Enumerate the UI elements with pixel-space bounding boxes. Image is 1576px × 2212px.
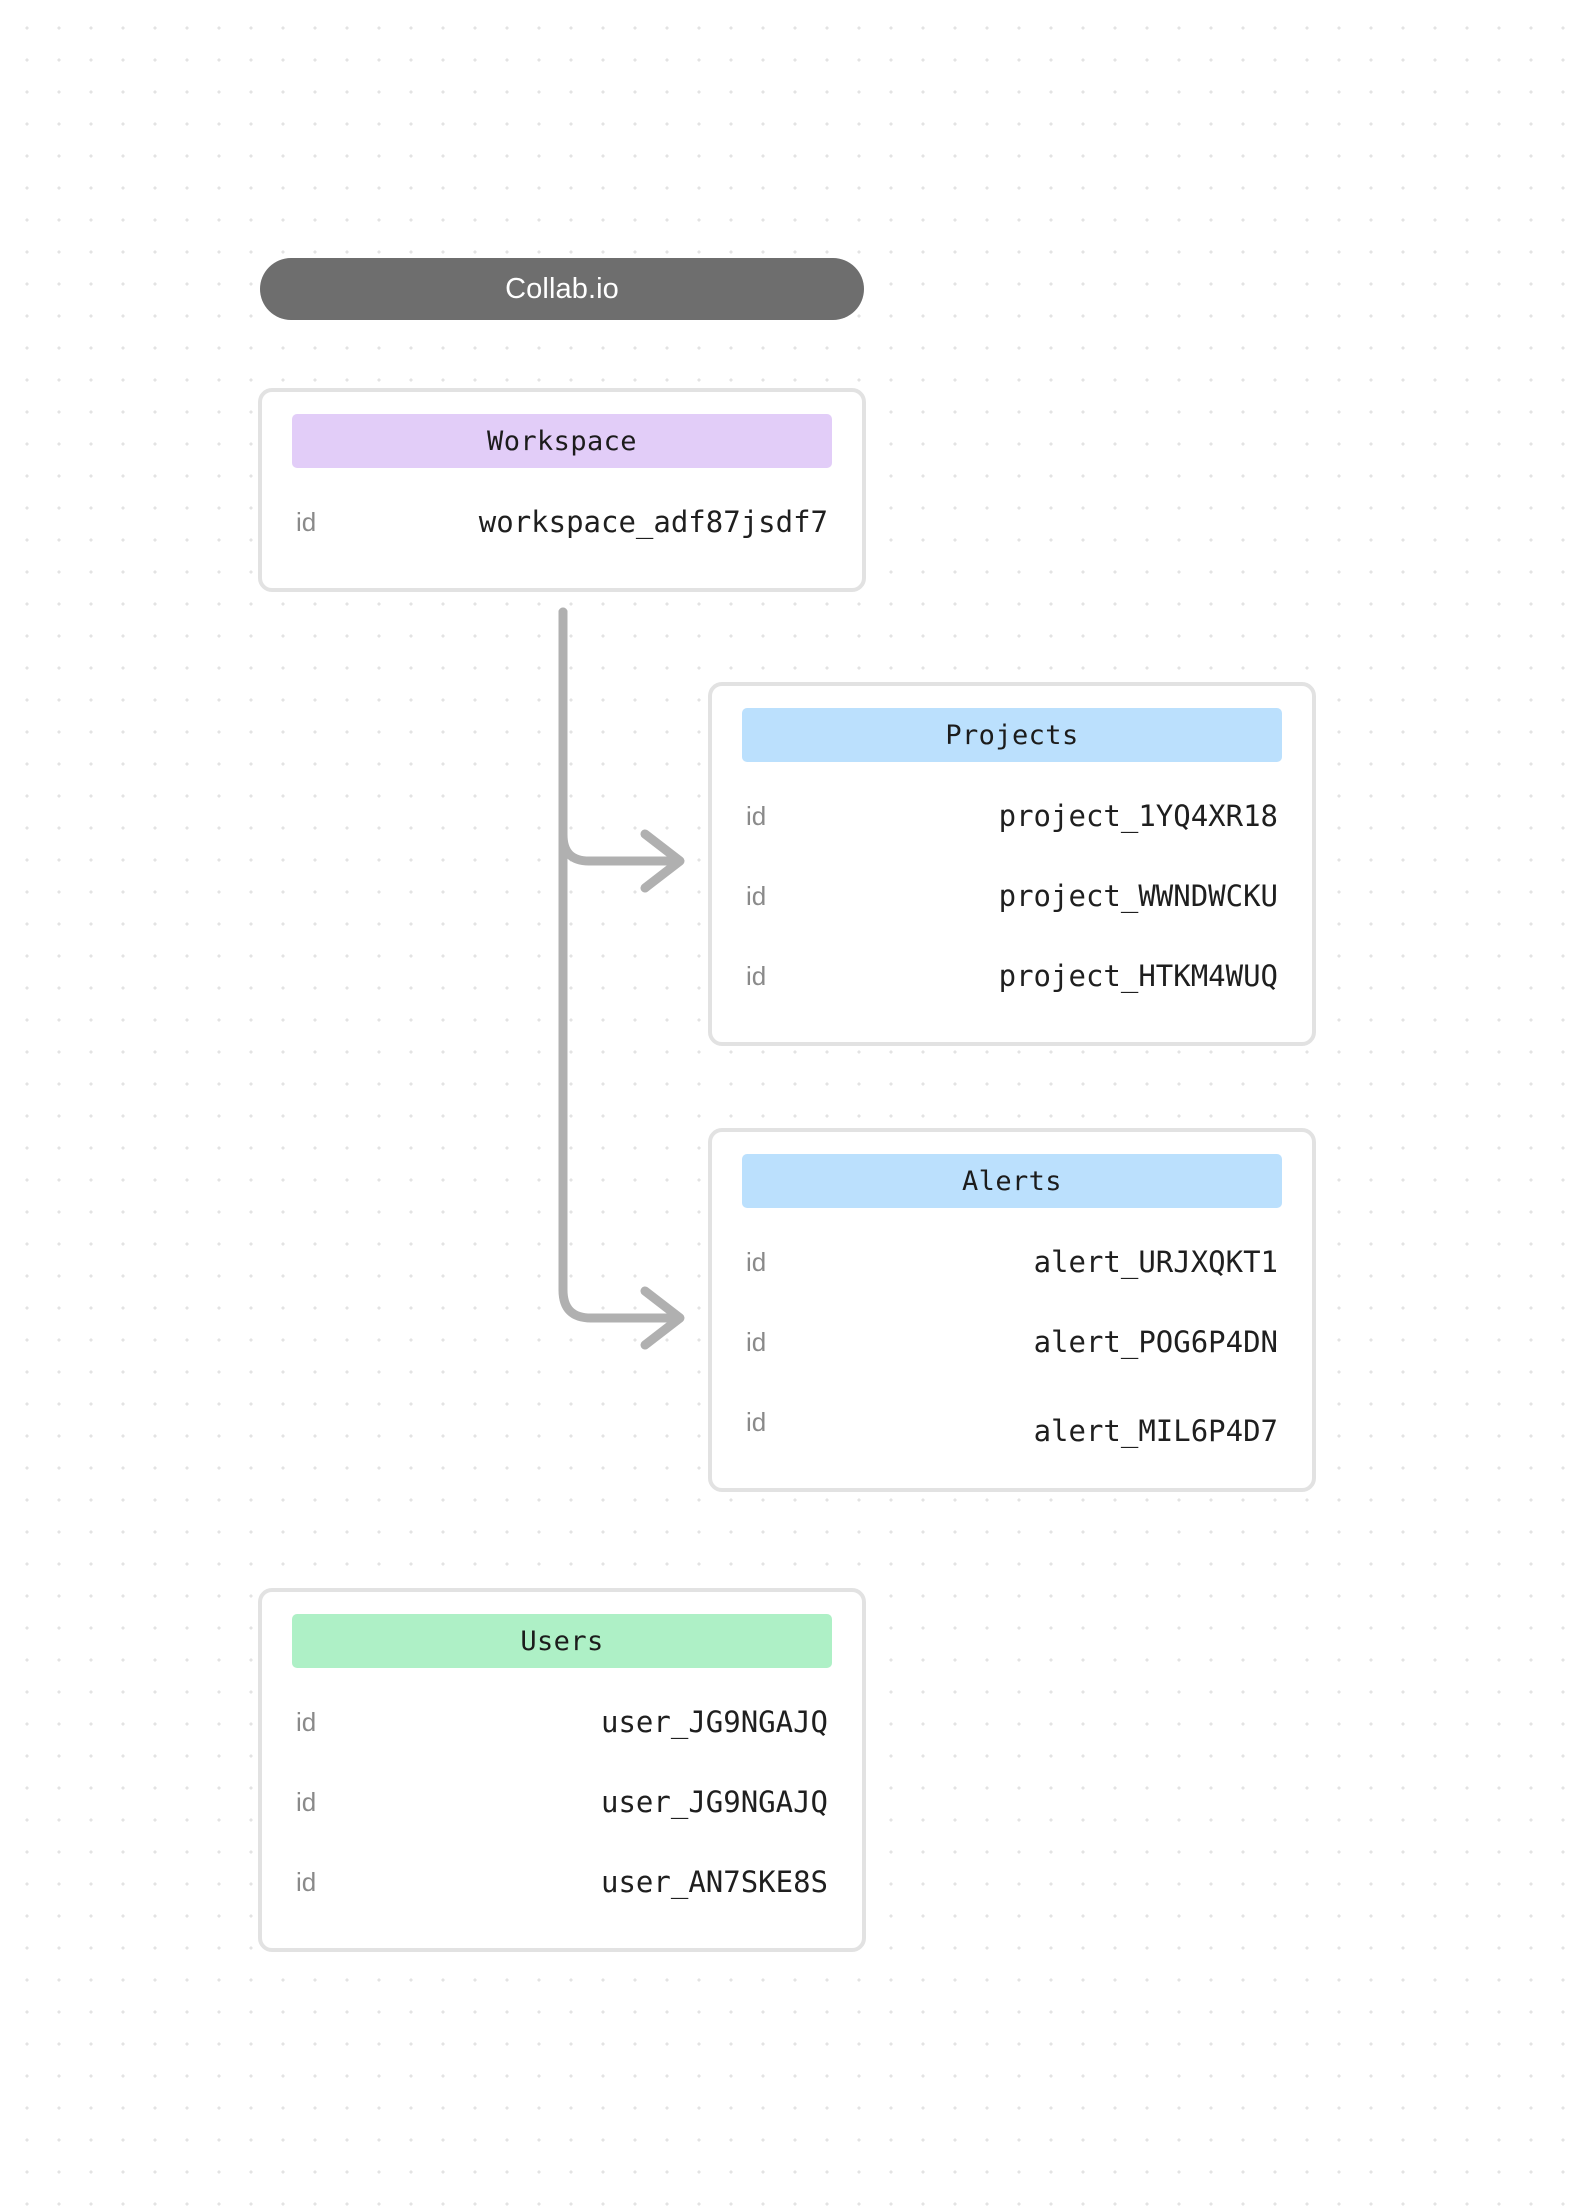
row-key: id — [746, 800, 767, 831]
entity-card-projects[interactable]: Projects id project_1YQ4XR18 id project_… — [708, 682, 1316, 1046]
entity-card-workspace[interactable]: Workspace id workspace_adf87jsdf7 — [258, 388, 866, 592]
entity-title-alerts: Alerts — [962, 1165, 1062, 1197]
row-value: user_JG9NGAJQ — [601, 1705, 828, 1739]
arrowhead-projects — [640, 829, 685, 893]
root-title-label: Collab.io — [505, 272, 619, 305]
row-value: project_WWNDWCKU — [998, 879, 1278, 913]
entity-rows-workspace: id workspace_adf87jsdf7 — [292, 482, 832, 562]
table-row[interactable]: id project_1YQ4XR18 — [742, 776, 1282, 856]
connector-workspace-to-alerts — [558, 607, 683, 1323]
row-key: id — [746, 1406, 767, 1437]
table-row[interactable]: id user_JG9NGAJQ — [292, 1682, 832, 1762]
row-value: alert_URJXQKT1 — [1033, 1245, 1278, 1279]
entity-header-projects: Projects — [742, 708, 1282, 762]
entity-title-users: Users — [520, 1625, 604, 1657]
row-value: project_HTKM4WUQ — [998, 959, 1278, 993]
table-row[interactable]: id project_HTKM4WUQ — [742, 936, 1282, 1016]
row-key: id — [296, 1866, 317, 1897]
table-row[interactable]: id workspace_adf87jsdf7 — [292, 482, 832, 562]
table-row[interactable]: id user_AN7SKE8S — [292, 1842, 832, 1922]
table-row[interactable]: id alert_POG6P4DN — [742, 1302, 1282, 1382]
table-row[interactable]: id user_JG9NGAJQ — [292, 1762, 832, 1842]
arrowhead-alerts — [640, 1286, 685, 1350]
row-value: alert_POG6P4DN — [1033, 1325, 1278, 1359]
row-key: id — [746, 880, 767, 911]
entity-card-alerts[interactable]: Alerts id alert_URJXQKT1 id alert_POG6P4… — [708, 1128, 1316, 1492]
row-key: id — [296, 1786, 317, 1817]
entity-title-workspace: Workspace — [487, 425, 637, 457]
row-value: user_AN7SKE8S — [601, 1865, 828, 1899]
connector-workspace-to-projects — [558, 607, 683, 866]
row-key: id — [296, 506, 317, 537]
entity-rows-users: id user_JG9NGAJQ id user_JG9NGAJQ id use… — [292, 1682, 832, 1922]
row-key: id — [296, 1706, 317, 1737]
entity-header-workspace: Workspace — [292, 414, 832, 468]
entity-rows-projects: id project_1YQ4XR18 id project_WWNDWCKU … — [742, 776, 1282, 1016]
table-row[interactable]: id alert_URJXQKT1 — [742, 1222, 1282, 1302]
entity-header-users: Users — [292, 1614, 832, 1668]
row-value: project_1YQ4XR18 — [998, 799, 1278, 833]
row-value: workspace_adf87jsdf7 — [478, 505, 828, 539]
root-title-pill[interactable]: Collab.io — [260, 258, 864, 320]
row-value: user_JG9NGAJQ — [601, 1785, 828, 1819]
row-key: id — [746, 1246, 767, 1277]
entity-card-users[interactable]: Users id user_JG9NGAJQ id user_JG9NGAJQ … — [258, 1588, 866, 1952]
entity-header-alerts: Alerts — [742, 1154, 1282, 1208]
entity-title-projects: Projects — [945, 719, 1079, 751]
entity-rows-alerts: id alert_URJXQKT1 id alert_POG6P4DN id a… — [742, 1222, 1282, 1462]
row-value: alert_MIL6P4D7 — [1033, 1414, 1278, 1448]
row-key: id — [746, 1326, 767, 1357]
table-row[interactable]: id project_WWNDWCKU — [742, 856, 1282, 936]
table-row[interactable]: id alert_MIL6P4D7 — [742, 1382, 1282, 1462]
row-key: id — [746, 960, 767, 991]
